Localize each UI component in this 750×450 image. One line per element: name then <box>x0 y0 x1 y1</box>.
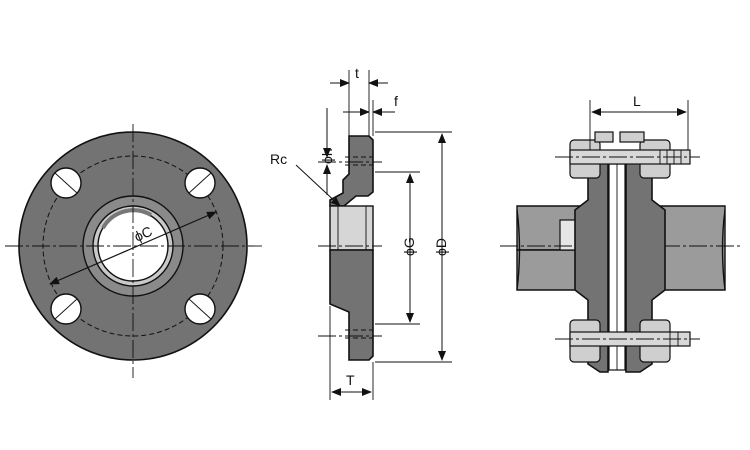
side-lower-body <box>329 249 374 361</box>
side-upper-body <box>329 135 374 207</box>
flange-front-view: ϕC <box>5 124 262 378</box>
bolt-hole-top-left <box>50 167 82 199</box>
label-f: f <box>394 93 398 109</box>
side-threaded-bore <box>329 205 374 251</box>
label-phi-d: ϕD <box>433 238 449 256</box>
label-big-t: T <box>346 372 355 388</box>
dimension-phi-c-line <box>49 211 217 285</box>
label-l: L <box>633 93 641 109</box>
label-phi-g: ϕG <box>401 237 417 256</box>
bolt-hole-bottom-left <box>50 293 82 325</box>
flange-side-view: t f ϕh Rc ϕG ϕD T <box>270 65 452 400</box>
label-phi-c: ϕC <box>132 223 155 245</box>
flange-assembly-view: L <box>500 93 742 373</box>
label-phi-h: ϕh <box>319 148 335 164</box>
bolt-hole-top-right <box>184 167 216 199</box>
bolt-hole-bottom-right <box>184 293 216 325</box>
label-rc: Rc <box>270 151 287 167</box>
label-t: t <box>355 65 359 81</box>
